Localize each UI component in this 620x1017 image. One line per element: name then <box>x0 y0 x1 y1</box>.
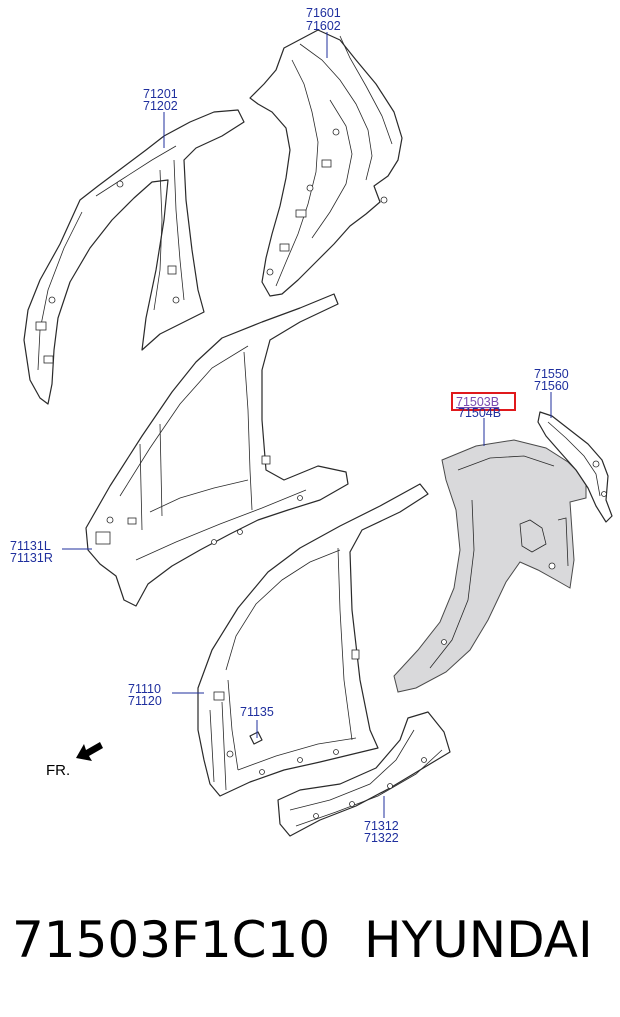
callout-line: 71135 <box>240 705 274 719</box>
callout-71312: 71312 71322 <box>364 819 399 845</box>
callout-line: 71110 <box>128 682 161 696</box>
highlight-box <box>451 392 516 411</box>
part-inner-side-frame <box>23 109 245 405</box>
part-quarter-panel <box>393 439 587 693</box>
part-number: 71503F1C10 <box>12 911 331 969</box>
callout-71503B-highlighted[interactable]: 71503B 71504B <box>451 392 516 420</box>
part-small-bracket <box>249 731 263 745</box>
callout-line: 71312 <box>364 819 399 833</box>
brand-name: HYUNDAI <box>364 911 593 969</box>
callout-line: 71504B <box>458 406 501 420</box>
callout-line: 71201 <box>143 87 178 101</box>
leader-lines <box>62 32 552 818</box>
callout-line: 71602 <box>306 19 341 33</box>
parts-diagram: 71601 71602 71201 71202 71550 71560 7150… <box>10 6 613 845</box>
part-side-reinforcement <box>85 293 349 607</box>
direction-label: FR. <box>46 762 70 779</box>
part-rear-inner-panel <box>249 29 403 297</box>
callout-line: 71550 <box>534 367 569 381</box>
callout-71601: 71601 71602 <box>306 6 341 33</box>
callout-line: 71120 <box>128 694 162 708</box>
part-side-outer-panel <box>197 483 429 797</box>
callout-71135: 71135 <box>240 705 274 719</box>
callout-71201: 71201 71202 <box>143 87 178 113</box>
callout-line: 71131L <box>10 539 51 553</box>
callout-line: 71560 <box>534 379 569 393</box>
part-rocker-sill <box>277 711 451 837</box>
callout-71110: 71110 71120 <box>128 682 162 708</box>
callout-link[interactable]: 71503B <box>456 395 499 409</box>
part-rear-bracket <box>537 411 613 523</box>
front-direction-marker: FR. <box>46 742 103 779</box>
callout-71550: 71550 71560 <box>534 367 569 393</box>
callout-line: 71202 <box>143 99 178 113</box>
callout-line: 71131R <box>10 551 53 565</box>
callout-line: 71322 <box>364 831 399 845</box>
callout-71131L: 71131L 71131R <box>10 539 53 565</box>
callout-line: 71601 <box>306 6 341 20</box>
caption-bar: 71503F1C10 HYUNDAI <box>0 895 620 985</box>
arrow-icon <box>76 742 103 761</box>
